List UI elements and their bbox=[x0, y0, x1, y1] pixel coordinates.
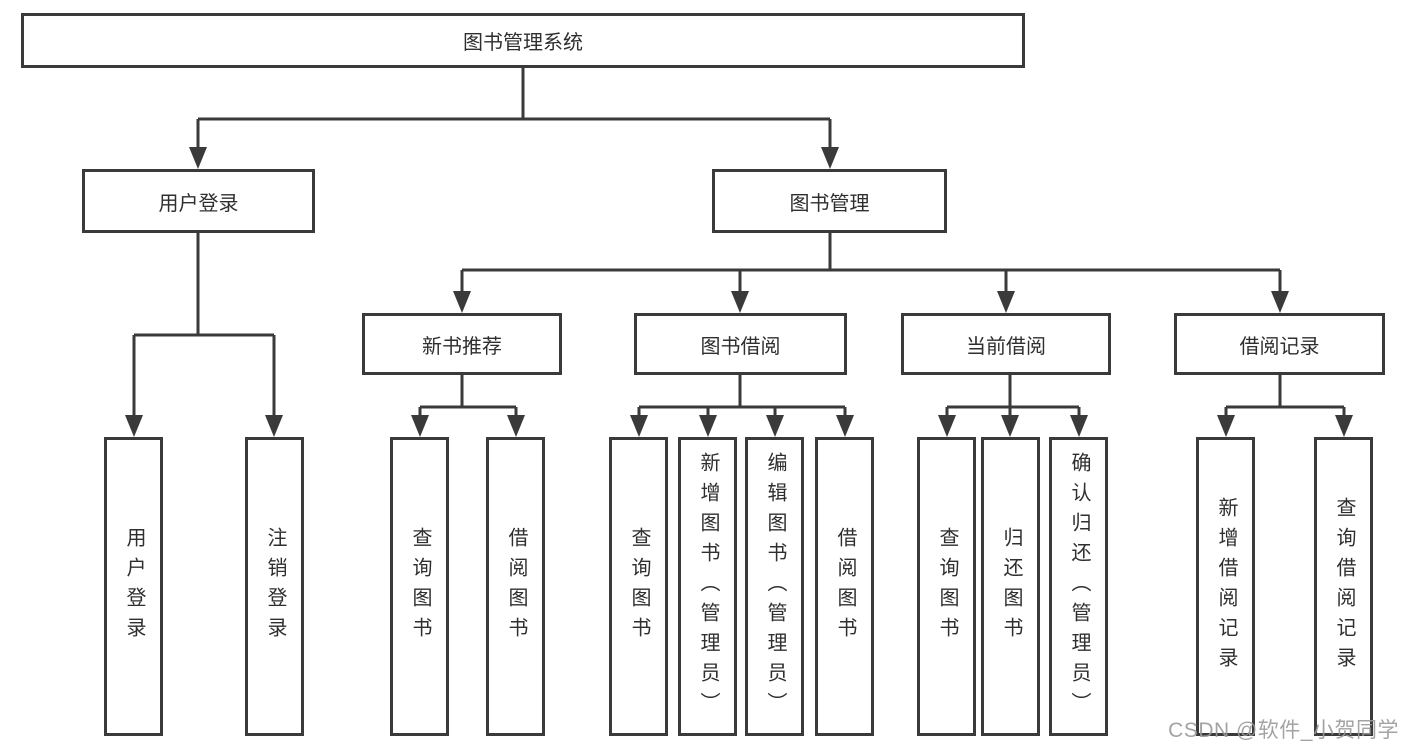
connector-new-book-group bbox=[418, 375, 518, 416]
leaf-add-books-admin: 新增图书（管理员） bbox=[678, 437, 737, 736]
leaf-label: 归还图书 bbox=[1000, 526, 1022, 647]
leaf-add-borrow-record: 新增借阅记录 bbox=[1196, 437, 1255, 736]
node-new-book-recommend: 新书推荐 bbox=[362, 313, 562, 375]
connector-root-to-level2 bbox=[196, 68, 832, 148]
leaf-label: 用户登录 bbox=[123, 526, 145, 647]
leaf-query-books-borrow: 查询图书 bbox=[609, 437, 668, 736]
leaf-label: 查询图书 bbox=[409, 526, 431, 647]
leaf-label: 新增借阅记录 bbox=[1215, 496, 1237, 677]
node-library-management-system: 图书管理系统 bbox=[21, 13, 1025, 68]
arrowhead bbox=[265, 415, 283, 437]
node-borrow-records: 借阅记录 bbox=[1174, 313, 1385, 375]
connector-book-borrow-group bbox=[637, 375, 847, 416]
connector-book-management-branch bbox=[460, 233, 1282, 292]
arrowhead bbox=[699, 415, 717, 437]
leaf-label: 借阅图书 bbox=[834, 526, 856, 647]
leaf-label: 新增图书（管理员） bbox=[697, 451, 719, 722]
connector-user-login-branch bbox=[132, 233, 276, 416]
leaf-query-borrow-record: 查询借阅记录 bbox=[1314, 437, 1373, 736]
arrowhead bbox=[938, 415, 956, 437]
arrowhead bbox=[630, 415, 648, 437]
leaf-label: 编辑图书（管理员） bbox=[764, 451, 786, 722]
leaf-confirm-return-admin: 确认归还（管理员） bbox=[1049, 437, 1108, 736]
arrowhead bbox=[836, 415, 854, 437]
arrowhead bbox=[1271, 291, 1289, 313]
arrowhead bbox=[1070, 415, 1088, 437]
leaf-user-login: 用户登录 bbox=[104, 437, 163, 736]
leaf-return-books: 归还图书 bbox=[981, 437, 1040, 736]
node-book-borrow: 图书借阅 bbox=[634, 313, 847, 375]
arrowhead bbox=[189, 147, 207, 169]
leaf-borrow-books-recommend: 借阅图书 bbox=[486, 437, 545, 736]
leaf-label: 查询借阅记录 bbox=[1333, 496, 1355, 677]
leaf-query-books-recommend: 查询图书 bbox=[390, 437, 449, 736]
connector-borrow-record-group bbox=[1224, 375, 1346, 416]
arrowhead bbox=[1001, 415, 1019, 437]
connector-current-borrow-group bbox=[945, 375, 1081, 416]
csdn-watermark: CSDN @软件_小贺同学 bbox=[1168, 719, 1399, 742]
leaf-label: 确认归还（管理员） bbox=[1068, 451, 1090, 722]
leaf-label: 查询图书 bbox=[628, 526, 650, 647]
arrowhead bbox=[453, 291, 471, 313]
node-current-borrow: 当前借阅 bbox=[901, 313, 1111, 375]
leaf-label: 注销登录 bbox=[264, 526, 286, 647]
leaf-edit-books-admin: 编辑图书（管理员） bbox=[745, 437, 804, 736]
arrowhead bbox=[507, 415, 525, 437]
arrowhead bbox=[125, 415, 143, 437]
arrowhead bbox=[1217, 415, 1235, 437]
node-book-management-branch: 图书管理 bbox=[712, 169, 947, 233]
leaf-logout: 注销登录 bbox=[245, 437, 304, 736]
arrowhead bbox=[821, 147, 839, 169]
leaf-label: 借阅图书 bbox=[505, 526, 527, 647]
arrowhead bbox=[766, 415, 784, 437]
arrowhead bbox=[731, 291, 749, 313]
arrowheads bbox=[125, 147, 1353, 437]
leaf-query-books-current: 查询图书 bbox=[917, 437, 976, 736]
leaf-borrow-books: 借阅图书 bbox=[815, 437, 874, 736]
arrowhead bbox=[411, 415, 429, 437]
leaf-label: 查询图书 bbox=[936, 526, 958, 647]
arrowhead bbox=[997, 291, 1015, 313]
arrowhead bbox=[1335, 415, 1353, 437]
node-user-login-branch: 用户登录 bbox=[82, 169, 315, 233]
